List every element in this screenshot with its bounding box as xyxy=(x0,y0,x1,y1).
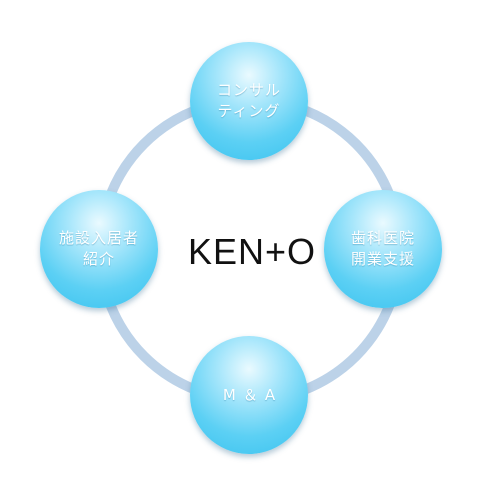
node-facility-label-line2: 紹介 xyxy=(82,250,115,268)
node-consulting: コンサル ティング xyxy=(190,42,308,160)
node-dental-label-line1: 歯科医院 xyxy=(350,229,415,247)
node-facility-label-line1: 施設入居者 xyxy=(58,229,139,247)
node-m-and-a-label: M＆A xyxy=(222,385,283,404)
node-dental-opening-support: 歯科医院 開業支援 xyxy=(324,190,442,308)
node-facility-referral: 施設入居者 紹介 xyxy=(40,190,158,308)
node-dental-label-line2: 開業支援 xyxy=(350,250,415,268)
node-m-and-a: M＆A xyxy=(190,336,308,454)
node-consulting-label-line1: コンサル xyxy=(216,81,281,99)
center-logo: KEN+O xyxy=(187,231,317,272)
node-consulting-label-line2: ティング xyxy=(217,102,281,120)
